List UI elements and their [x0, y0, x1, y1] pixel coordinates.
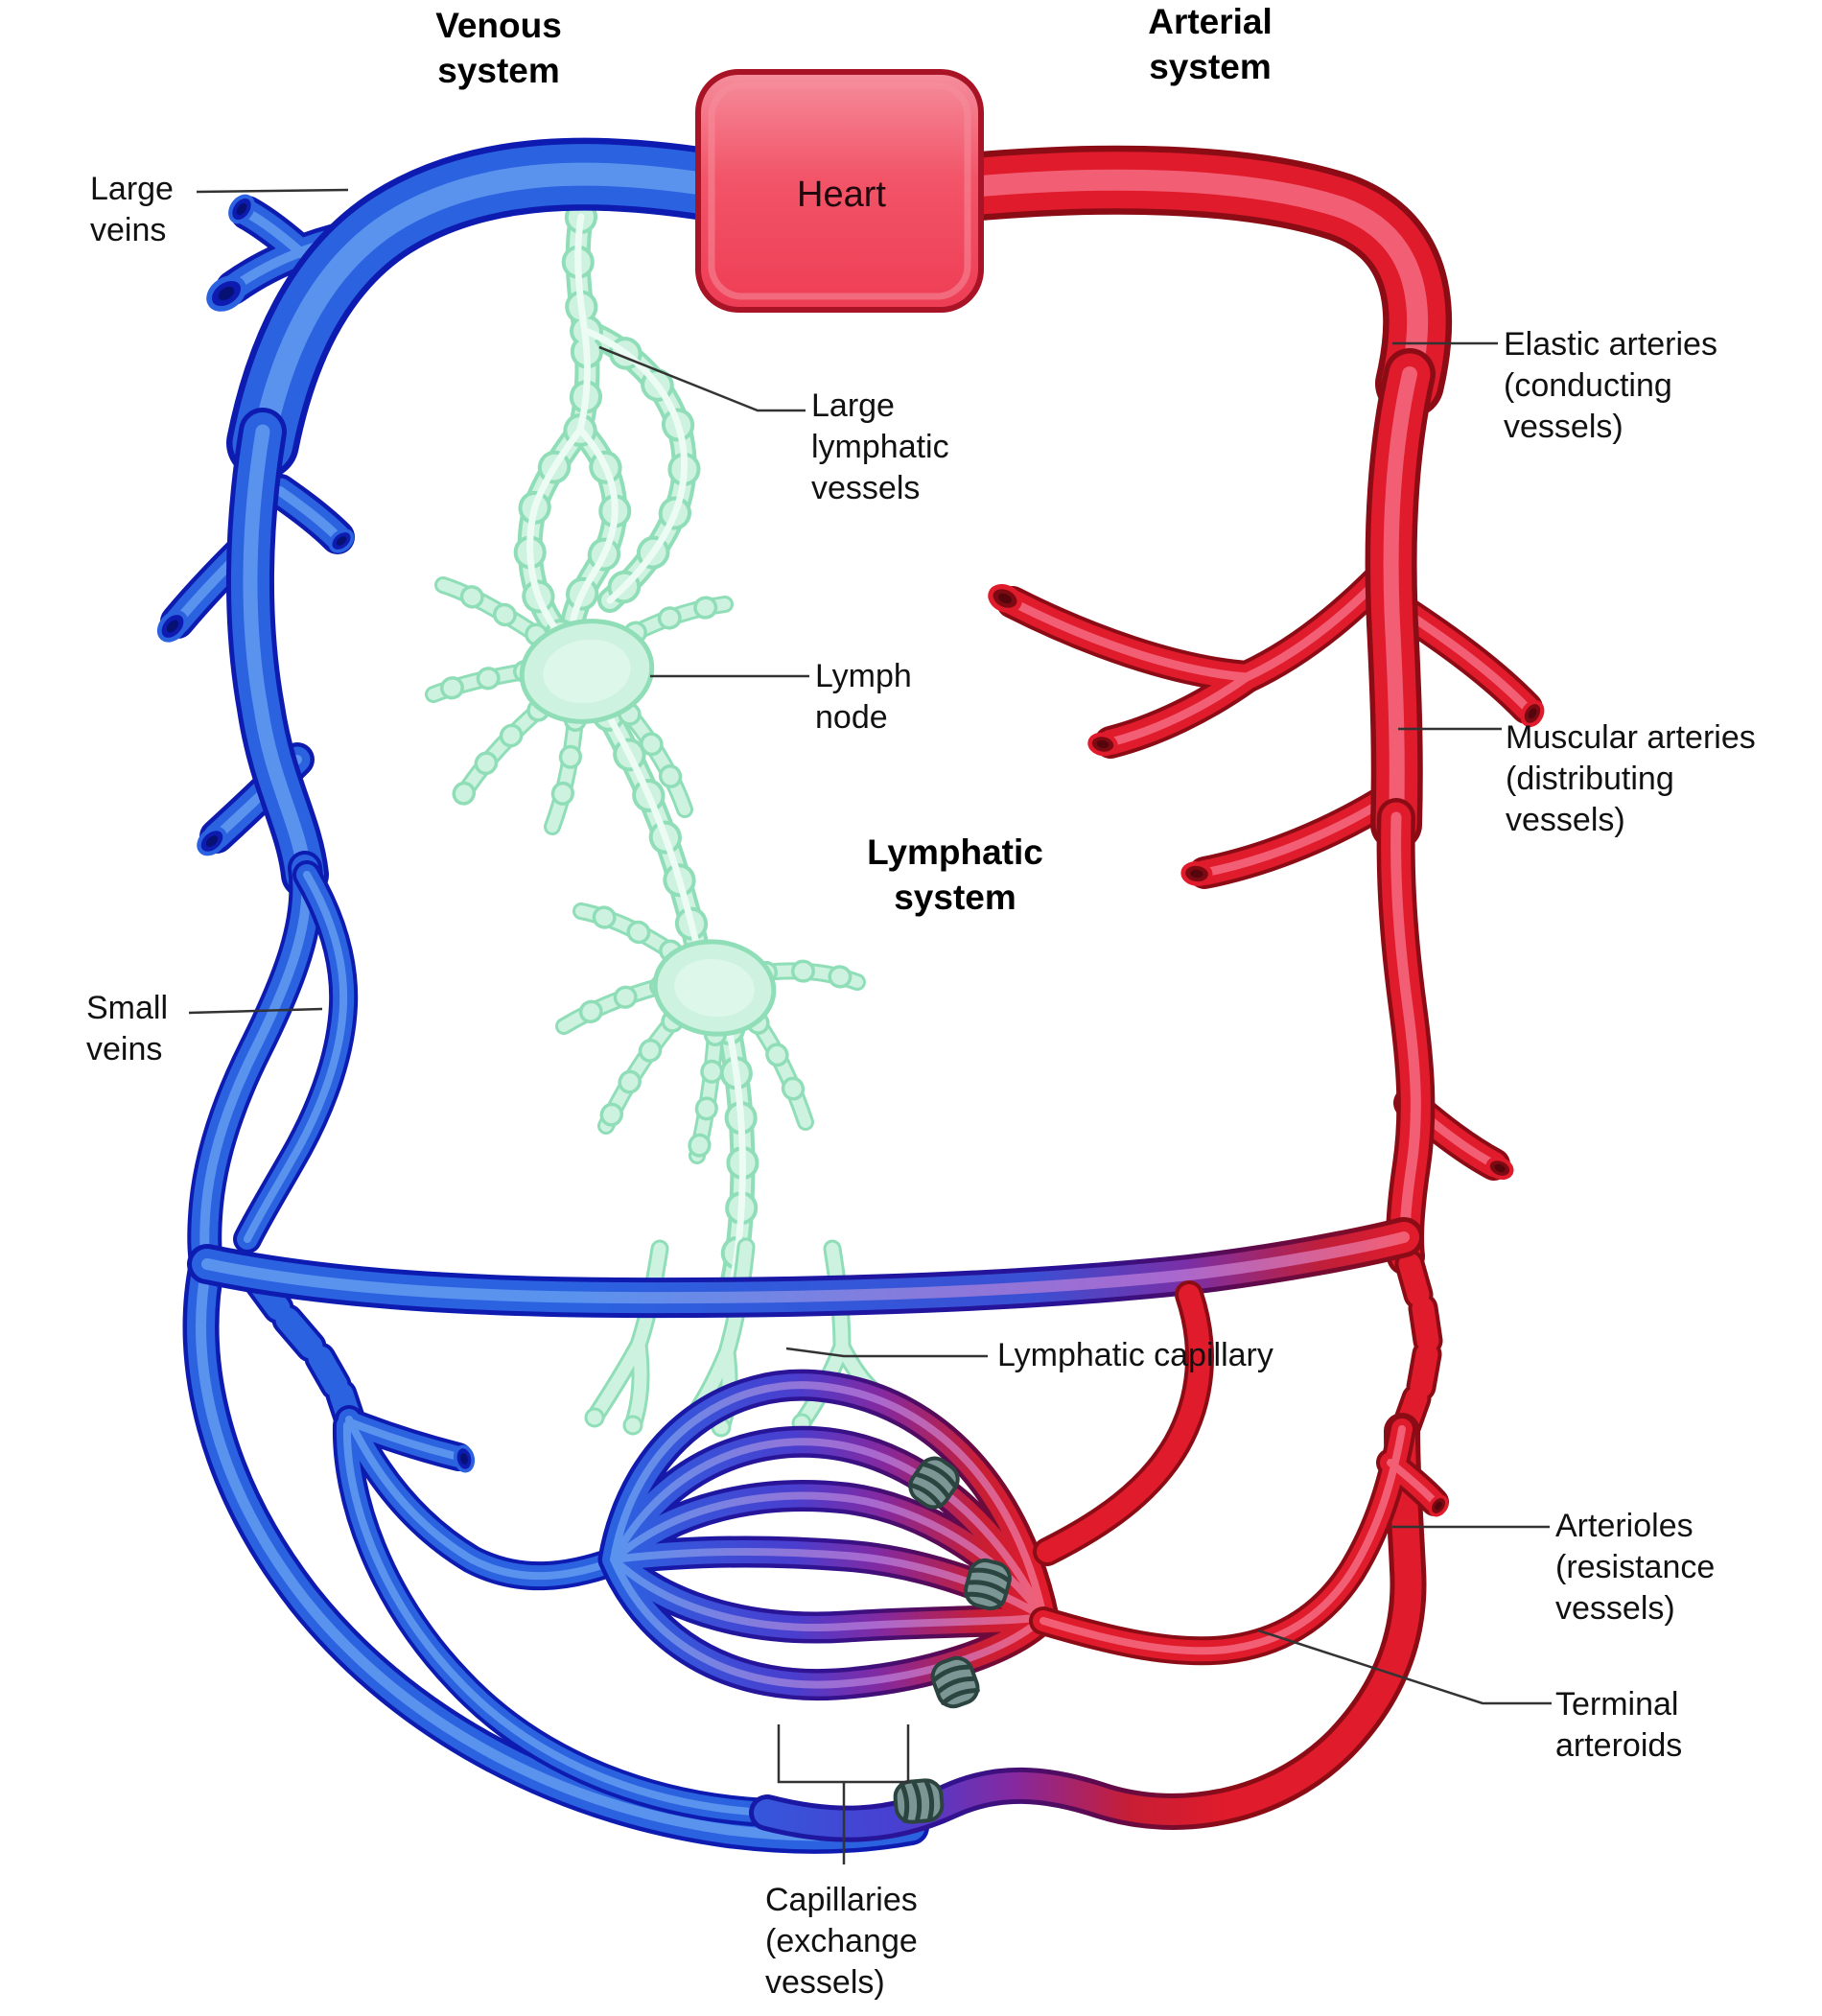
heart-shape	[695, 69, 984, 313]
arterial-vessels	[959, 180, 1546, 1425]
leader-lines	[188, 188, 1552, 1864]
lymphatic-system-label: Lymphatic system	[867, 832, 1043, 917]
large-lymphatic-vessels-leader	[598, 345, 806, 412]
capillaries-bracket	[777, 1724, 910, 1864]
large-veins-label: Large veins	[90, 171, 174, 248]
terminal-arteroids-label: Terminal arteroids	[1555, 1686, 1683, 1764]
muscular-arteries-label: Muscular arteries (distributing vessels)	[1506, 719, 1756, 838]
capillaries-label: Capillaries (exchange vessels)	[765, 1882, 918, 2001]
elastic-arteries-label: Elastic arteries (conducting vessels)	[1504, 326, 1717, 445]
lymphatic-capillary-label: Lymphatic capillary	[997, 1337, 1273, 1373]
venous-vessels	[154, 175, 911, 1836]
connecting-vessel	[207, 1237, 1404, 1298]
venous-system-label: Venous system	[435, 6, 562, 90]
lymph-node-label: Lymph node	[815, 658, 912, 736]
large-veins-leader	[196, 188, 349, 194]
arterial-system-label: Arterial system	[1148, 2, 1273, 86]
heart-label: Heart	[797, 175, 886, 215]
terminal-arteroids-leader	[1257, 1629, 1552, 1705]
lymphatic-capillary-leader	[785, 1347, 988, 1358]
small-veins-leader	[188, 1007, 323, 1015]
arterioles-label: Arterioles (resistance vessels)	[1555, 1508, 1716, 1627]
large-lymphatic-vessels-label: Large lymphatic vessels	[811, 387, 949, 506]
small-veins-label: Small veins	[86, 990, 169, 1067]
